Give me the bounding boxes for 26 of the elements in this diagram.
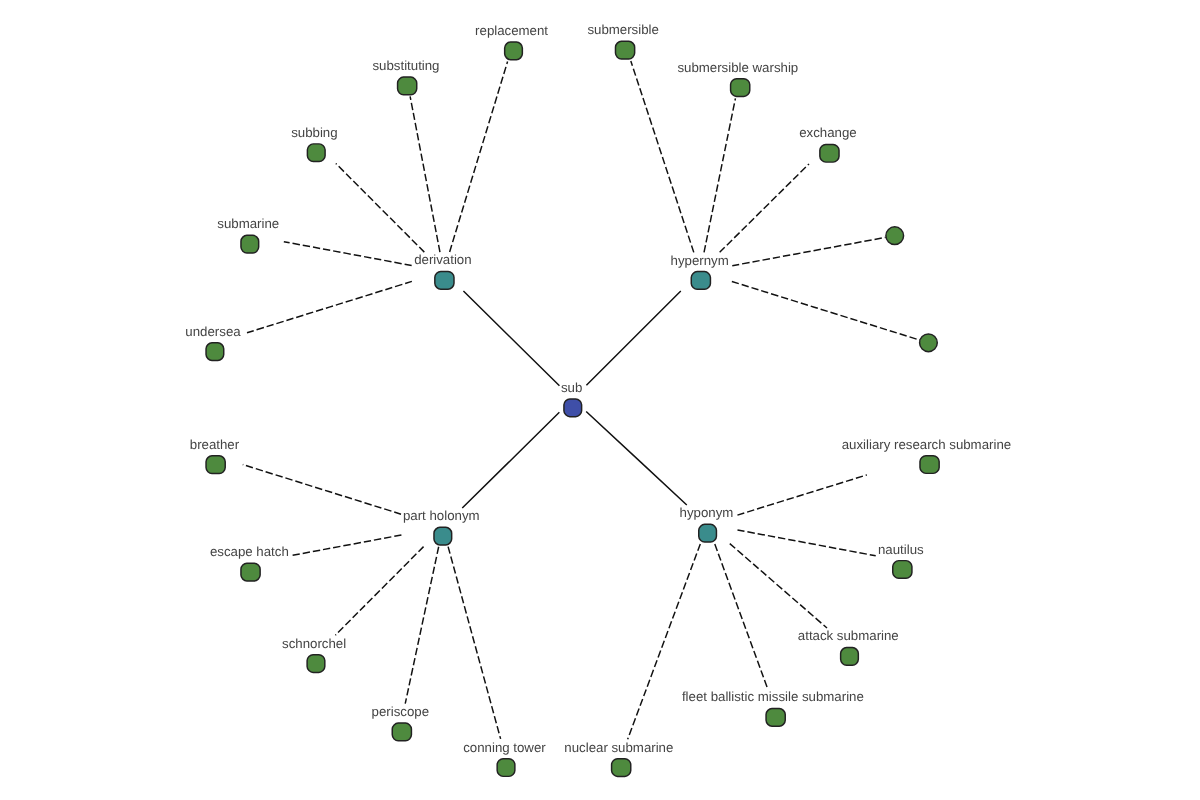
connector — [461, 290, 560, 387]
connector — [713, 543, 768, 690]
node-circle — [917, 333, 937, 353]
connector — [730, 280, 920, 341]
connector — [728, 542, 827, 629]
connector — [333, 545, 424, 636]
connector — [584, 290, 681, 387]
connector — [460, 411, 560, 509]
connector — [334, 162, 425, 253]
connector — [629, 60, 694, 254]
connector — [282, 240, 412, 267]
connector — [244, 280, 412, 334]
connector — [735, 474, 867, 516]
connector — [625, 543, 701, 741]
connector — [446, 545, 501, 740]
connector — [408, 95, 440, 253]
connector — [241, 463, 401, 515]
connector — [584, 410, 687, 506]
connector — [735, 529, 876, 557]
node-circle — [884, 226, 904, 246]
connector — [290, 534, 402, 557]
connector — [447, 60, 508, 253]
connector — [717, 163, 809, 254]
connector — [403, 546, 439, 705]
connector — [702, 97, 736, 254]
connector — [730, 236, 886, 267]
